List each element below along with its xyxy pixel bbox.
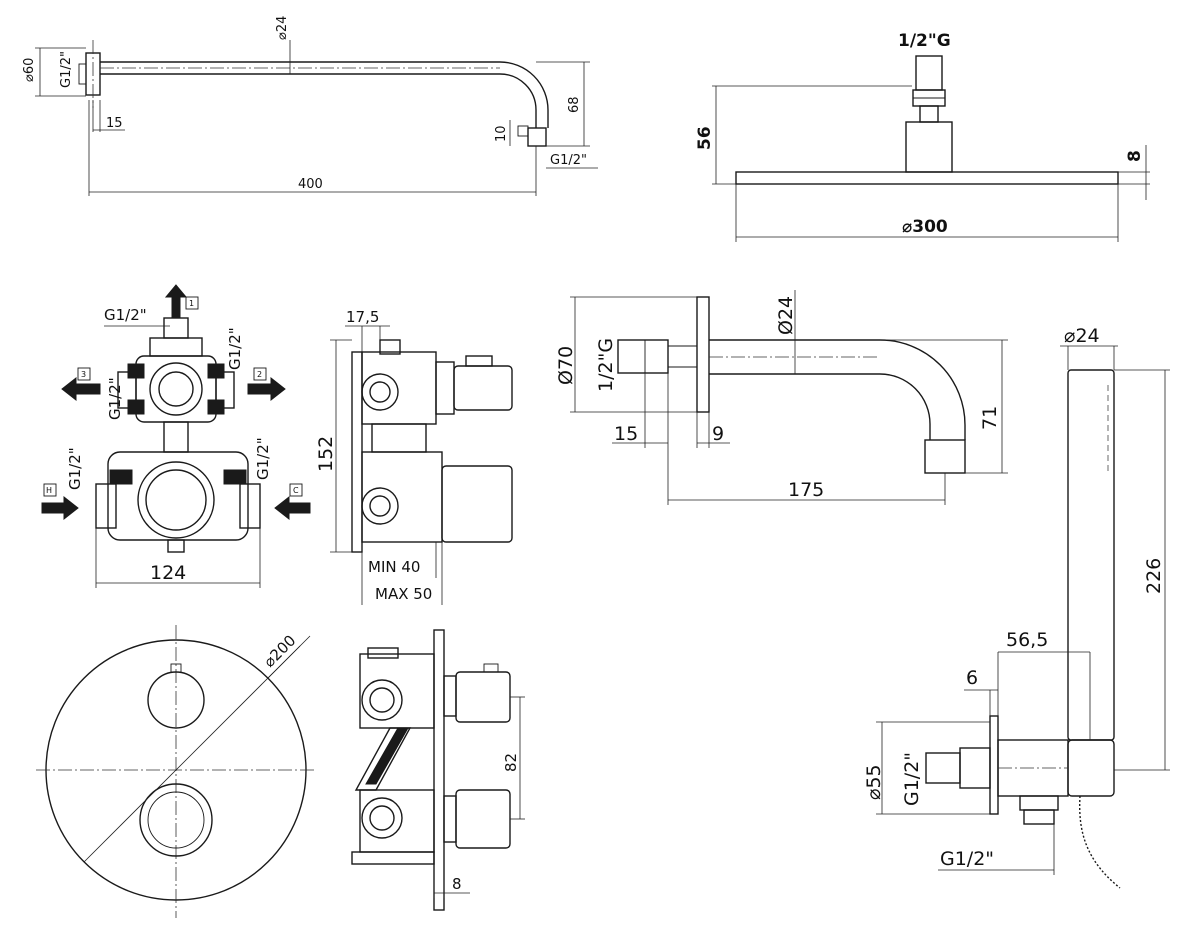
arm-tube xyxy=(100,61,549,128)
spout-wall-flange xyxy=(696,296,710,413)
shower-arm-drawing: ⌀60 G1/2" ⌀24 15 68 10 G1/2" 400 xyxy=(22,16,598,196)
holder-bracket xyxy=(1067,739,1115,797)
arm-tube-dia-label: ⌀24 xyxy=(275,16,290,40)
spout-thread-label: 1/2"G xyxy=(595,338,617,392)
spout-flange-thk-label: 9 xyxy=(712,423,724,445)
spout-drawing: Ø70 1/2"G Ø24 15 9 71 175 xyxy=(555,290,1008,505)
spout-depth-label: 15 xyxy=(614,423,638,445)
spout-projection-label: 175 xyxy=(788,479,824,501)
arm-length-label: 400 xyxy=(298,177,323,192)
hand-shower-dia-label: ⌀24 xyxy=(1064,325,1100,347)
spout-outlet xyxy=(924,439,966,474)
port-hot-letter: H xyxy=(46,486,52,495)
spout-flange-dia-label: Ø70 xyxy=(555,346,577,385)
head-thickness-label: 8 xyxy=(1125,150,1145,162)
arm-drop-label: 68 xyxy=(567,96,582,113)
head-thread-label: 1/2"G xyxy=(898,31,951,51)
arm-outlet xyxy=(527,127,547,147)
spout-tube xyxy=(709,339,966,440)
shower-head-drawing: 1/2"G 56 8 ⌀300 xyxy=(695,31,1150,242)
cold-inlet-arrow-icon xyxy=(274,495,311,521)
side-height-label: 152 xyxy=(315,436,337,472)
thermostat-body xyxy=(107,451,249,541)
mixer-thread-top-label: G1/2" xyxy=(104,306,147,324)
outlet-flange xyxy=(989,715,999,815)
head-height-label: 56 xyxy=(695,126,715,150)
mixer-thread-lower-right-label: G1/2" xyxy=(254,437,272,480)
port-left-number: 3 xyxy=(81,370,86,379)
port-cold-letter: C xyxy=(293,486,299,495)
hot-inlet-arrow-icon xyxy=(41,495,79,521)
head-diameter-label: ⌀300 xyxy=(902,217,948,237)
thermostat-knob xyxy=(139,783,213,857)
outlet-offset-label: 56,5 xyxy=(1006,629,1048,651)
head-neck xyxy=(905,121,953,173)
flow-arrow-right-icon xyxy=(247,376,286,402)
arm-depth-label: 15 xyxy=(106,116,123,131)
spout-nipple xyxy=(617,339,669,374)
arm-outlet-len-label: 10 xyxy=(494,125,509,142)
side-upper-knob xyxy=(453,365,513,411)
outlet-flange-dia-label: ⌀55 xyxy=(863,764,885,800)
mixer-thread-lower-left-label: G1/2" xyxy=(66,447,84,490)
side-faceplate xyxy=(433,629,445,911)
side-min-depth-label: MIN 40 xyxy=(368,558,420,576)
side-view-diverter-knob xyxy=(455,671,511,723)
diverter-body xyxy=(135,355,217,423)
faceplate-front-drawing: ⌀200 xyxy=(36,625,316,918)
arm-flange-dia-label: ⌀60 xyxy=(22,58,37,82)
flow-arrow-up-icon xyxy=(164,284,188,319)
side-spacing-label: 82 xyxy=(502,753,520,772)
mixer-front-drawing: 1 3 2 G1/2" G1/2" G1/2" xyxy=(41,284,311,588)
arm-inlet-thread-label: G1/2" xyxy=(59,51,74,88)
outlet-inlet-thread-label: G1/2" xyxy=(901,752,923,806)
side-plate-thk-label: 8 xyxy=(452,875,462,893)
hand-shower-length-label: 226 xyxy=(1143,558,1165,594)
mixer-thread-left-label: G1/2" xyxy=(106,377,124,420)
arm-outlet-thread-label: G1/2" xyxy=(550,153,587,168)
mixer-thread-right-label: G1/2" xyxy=(226,327,244,370)
outlet-flange-thk-label: 6 xyxy=(966,667,978,689)
flow-arrow-left-icon xyxy=(61,376,101,402)
outlet-thread-label: G1/2" xyxy=(940,848,994,870)
spout-height-label: 71 xyxy=(979,406,1001,430)
head-connector xyxy=(915,55,943,91)
side-lower-knob xyxy=(441,465,513,543)
head-plate xyxy=(735,171,1119,185)
hand-shower-body xyxy=(1067,369,1115,741)
mixer-side-drawing: 17,5 152 MIN 40 MAX 50 xyxy=(315,308,513,605)
mixer-width-label: 124 xyxy=(150,562,186,584)
port-right-number: 2 xyxy=(257,370,262,379)
hose xyxy=(1078,795,1121,889)
side-max-depth-label: MAX 50 xyxy=(375,585,432,603)
faceplate-diameter-label: ⌀200 xyxy=(260,631,299,670)
faceplate-side-drawing: 82 8 xyxy=(351,629,525,911)
port-top-number: 1 xyxy=(189,299,194,308)
spout-tube-dia-label: Ø24 xyxy=(775,296,797,335)
side-mount-plate xyxy=(351,351,363,553)
hand-shower-drawing: ⌀24 226 56,5 6 ⌀55 G1/2" xyxy=(863,325,1170,889)
side-view-thermo-knob xyxy=(455,789,511,849)
side-offset-label: 17,5 xyxy=(346,308,379,326)
